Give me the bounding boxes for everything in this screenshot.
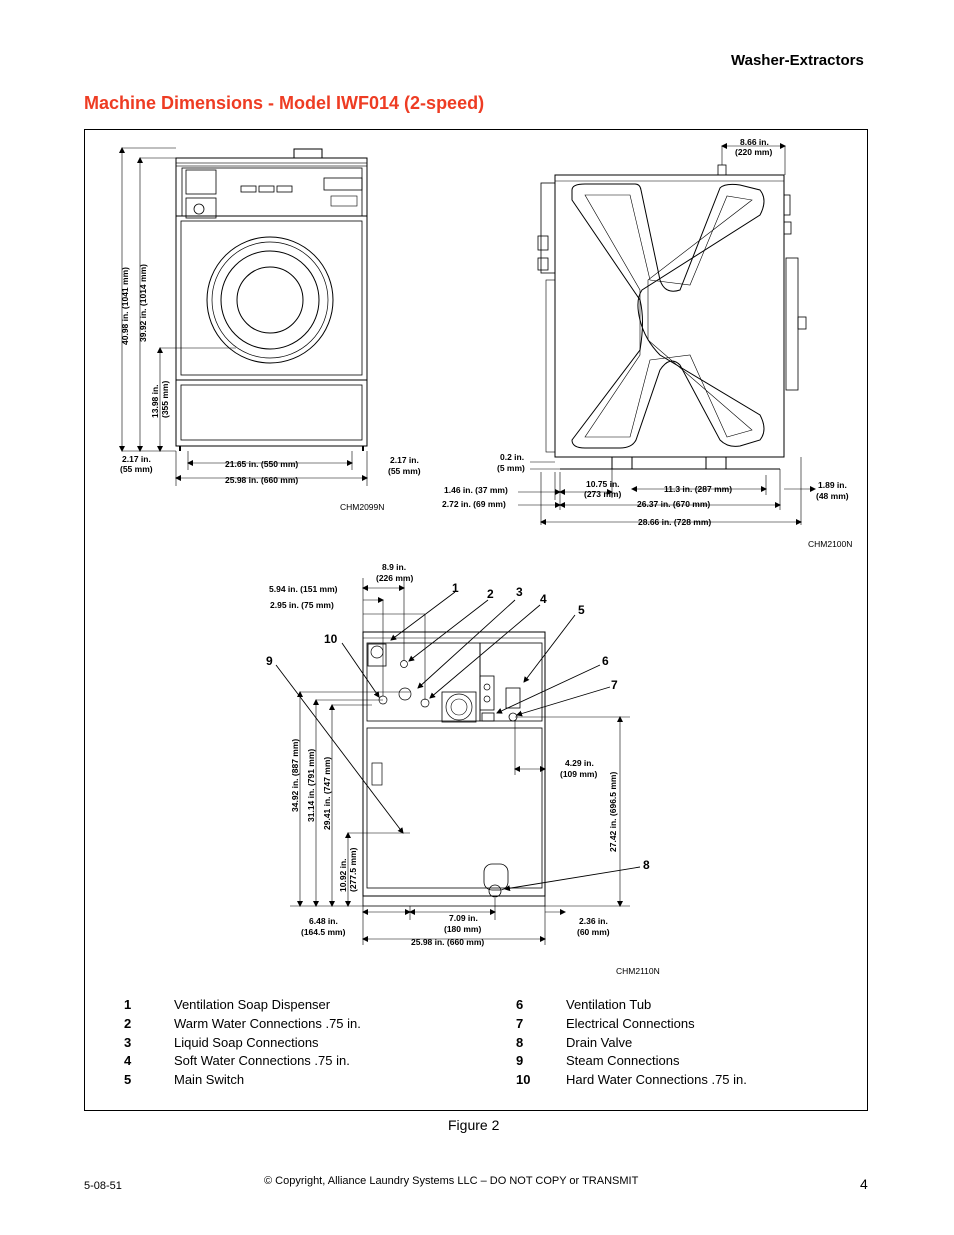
legend-item: 7 Electrical Connections xyxy=(516,1015,856,1034)
side-drawing-code: CHM2100N xyxy=(808,539,852,549)
side-dim-rear-mm: (48 mm) xyxy=(816,491,849,501)
legend-number: 3 xyxy=(124,1034,132,1050)
page-number: 4 xyxy=(860,1176,868,1192)
side-dim-front-a: 1.46 in. (37 mm) xyxy=(444,485,508,495)
legend-number: 1 xyxy=(124,997,132,1012)
front-dim-left-offset-mm: (55 mm) xyxy=(120,464,153,474)
rear-dim-bottom-left-in: 6.48 in. xyxy=(309,916,338,926)
legend-item: 8 Drain Valve xyxy=(516,1034,856,1053)
rear-dim-bottom-mid-mm: (180 mm) xyxy=(444,924,481,934)
rear-dim-h3: 29.41 in. (747 mm) xyxy=(322,757,332,830)
front-dim-left-offset-in: 2.17 in. xyxy=(122,454,151,464)
side-dim-foot-spacing: 11.3 in. (287 mm) xyxy=(664,484,732,494)
front-dim-overall-height: 40.98 in. (1041 mm) xyxy=(120,267,130,345)
legend-right: 6 Ventilation Tub 7 Electrical Connections… xyxy=(516,996,856,1090)
legend-label: Steam Connections xyxy=(566,1053,680,1069)
legend-item: 4 Soft Water Connections .75 in. xyxy=(124,1052,484,1071)
rear-dim-right-a-mm: (109 mm) xyxy=(560,769,597,779)
rear-dim-right-a-in: 4.29 in. xyxy=(565,758,594,768)
rear-dim-right-h: 27.42 in. (696.5 mm) xyxy=(608,772,618,852)
side-view-drawing xyxy=(537,164,807,470)
side-dim-rear-in: 1.89 in. xyxy=(818,480,847,490)
side-dim-foot-in: 10.75 in. xyxy=(586,479,620,489)
callout-6: 6 xyxy=(602,654,609,668)
front-drawing-code: CHM2099N xyxy=(340,502,384,512)
legend-label: Hard Water Connections .75 in. xyxy=(566,1072,747,1088)
side-dim-overall-depth: 28.66 in. (728 mm) xyxy=(638,517,711,527)
rear-drawing-code: CHM2110N xyxy=(616,966,660,976)
legend-number: 8 xyxy=(516,1034,524,1050)
legend-item: 9 Steam Connections xyxy=(516,1052,856,1071)
front-dim-inner-width: 21.65 in. (550 mm) xyxy=(225,459,298,469)
front-dim-right-offset-in: 2.17 in. xyxy=(390,455,419,465)
rear-dim-top-a-mm: (226 mm) xyxy=(376,573,413,583)
legend-label: Main Switch xyxy=(174,1072,245,1088)
legend-label: Soft Water Connections .75 in. xyxy=(174,1053,350,1069)
side-dim-base-gap-in: 0.2 in. xyxy=(500,452,524,462)
legend-left: 1 Ventilation Soap Dispenser 2 Warm Water … xyxy=(124,996,484,1090)
legend-item: 10 Hard Water Connections .75 in. xyxy=(516,1071,856,1090)
front-view-drawing xyxy=(175,148,368,451)
legend-item: 1 Ventilation Soap Dispenser xyxy=(124,996,484,1015)
side-dim-top-offset-mm: (220 mm) xyxy=(735,147,772,157)
side-dim-base-depth: 26.37 in. (670 mm) xyxy=(637,499,710,509)
legend-item: 2 Warm Water Connections .75 in. xyxy=(124,1015,484,1034)
figure-caption: Figure 2 xyxy=(448,1117,500,1133)
rear-dim-bottom-width: 25.98 in. (660 mm) xyxy=(411,937,484,947)
figure-frame xyxy=(84,129,868,1111)
legend-label: Ventilation Soap Dispenser xyxy=(174,997,331,1012)
rear-dim-top-c: 2.95 in. (75 mm) xyxy=(270,600,334,610)
rear-dim-bottom-right-mm: (60 mm) xyxy=(577,927,610,937)
callout-3: 3 xyxy=(516,585,523,599)
callout-4: 4 xyxy=(540,592,547,606)
copyright-notice: © Copyright, Alliance Laundry Systems LL… xyxy=(264,1175,639,1187)
front-dim-lower-height-mm: (355 mm) xyxy=(160,381,170,418)
legend-number: 5 xyxy=(124,1072,132,1088)
legend-number: 9 xyxy=(516,1053,524,1069)
section-title: Washer-Extractors xyxy=(731,52,864,69)
side-dim-foot-mm: (273 mm) xyxy=(584,489,621,499)
document-number: 5-08-51 xyxy=(84,1180,122,1192)
rear-dim-h1: 34.92 in. (887 mm) xyxy=(290,739,300,812)
legend-label: Drain Valve xyxy=(566,1034,633,1050)
rear-view-drawing xyxy=(362,631,546,907)
legend-label: Liquid Soap Connections xyxy=(174,1034,319,1050)
callout-9: 9 xyxy=(266,654,273,668)
callout-2: 2 xyxy=(487,587,494,601)
legend-item: 6 Ventilation Tub xyxy=(516,996,856,1015)
callout-8: 8 xyxy=(643,858,650,872)
legend-label: Electrical Connections xyxy=(566,1015,695,1031)
legend-number: 4 xyxy=(124,1053,132,1069)
legend-label: Warm Water Connections .75 in. xyxy=(174,1015,361,1031)
front-dim-lower-height-in: 13.98 in. xyxy=(150,384,160,418)
callout-10: 10 xyxy=(324,632,338,646)
rear-dim-bottom-mid-in: 7.09 in. xyxy=(449,913,478,923)
page-heading: Machine Dimensions - Model IWF014 (2-spe… xyxy=(84,93,485,113)
rear-dim-h2: 31.14 in. (791 mm) xyxy=(306,749,316,822)
legend-item: 3 Liquid Soap Connections xyxy=(124,1034,484,1053)
rear-dim-h4-mm: (277.5 mm) xyxy=(348,847,358,892)
rear-dim-bottom-left-mm: (164.5 mm) xyxy=(301,927,346,937)
callout-1: 1 xyxy=(452,581,459,595)
legend-number: 6 xyxy=(516,997,524,1012)
callout-7: 7 xyxy=(611,678,618,692)
rear-dim-h4-in: 10.92 in. xyxy=(338,858,348,892)
side-dim-base-gap-mm: (5 mm) xyxy=(497,463,525,473)
front-dim-body-height: 39.92 in. (1014 mm) xyxy=(138,264,148,342)
rear-dim-top-b: 5.94 in. (151 mm) xyxy=(269,584,338,594)
side-dim-top-offset-in: 8.66 in. xyxy=(740,137,769,147)
front-dim-right-offset-mm: (55 mm) xyxy=(388,466,421,476)
legend-label: Ventilation Tub xyxy=(566,997,652,1012)
legend-number: 10 xyxy=(516,1072,531,1088)
callout-5: 5 xyxy=(578,603,585,617)
rear-dim-top-a-in: 8.9 in. xyxy=(382,562,406,572)
legend-number: 7 xyxy=(516,1015,524,1031)
legend-number: 2 xyxy=(124,1015,132,1031)
legend-item: 5 Main Switch xyxy=(124,1071,484,1090)
rear-dim-bottom-right-in: 2.36 in. xyxy=(579,916,608,926)
front-dim-overall-width: 25.98 in. (660 mm) xyxy=(225,475,298,485)
side-dim-front-b: 2.72 in. (69 mm) xyxy=(442,499,506,509)
